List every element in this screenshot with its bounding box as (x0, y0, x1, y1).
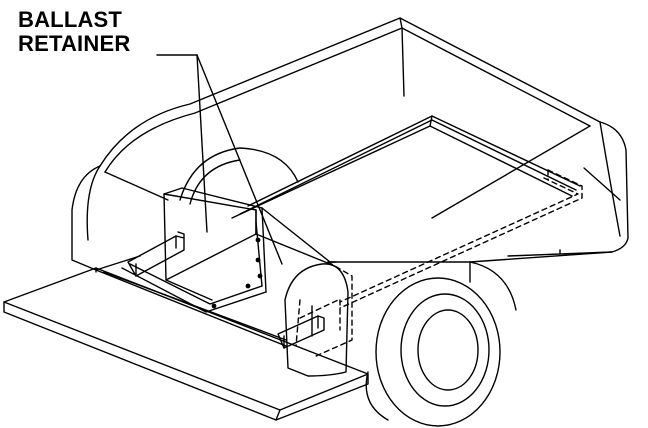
wheel-well (180, 148, 298, 204)
ballast-retainer-label: BALLAST RETAINER (18, 8, 130, 56)
rear-tire (366, 262, 516, 426)
left-retainer-bracket (128, 232, 184, 276)
bed-floor (96, 116, 580, 346)
lower-body-line (508, 250, 612, 256)
truck-bed-body (72, 18, 628, 376)
ballast-retainer-plate (122, 188, 336, 312)
retainer-bolts (211, 237, 263, 309)
label-line-1: BALLAST (18, 7, 123, 32)
hidden-rail-dashed (296, 170, 582, 356)
label-line-2: RETAINER (18, 31, 131, 56)
tailgate (4, 268, 368, 420)
